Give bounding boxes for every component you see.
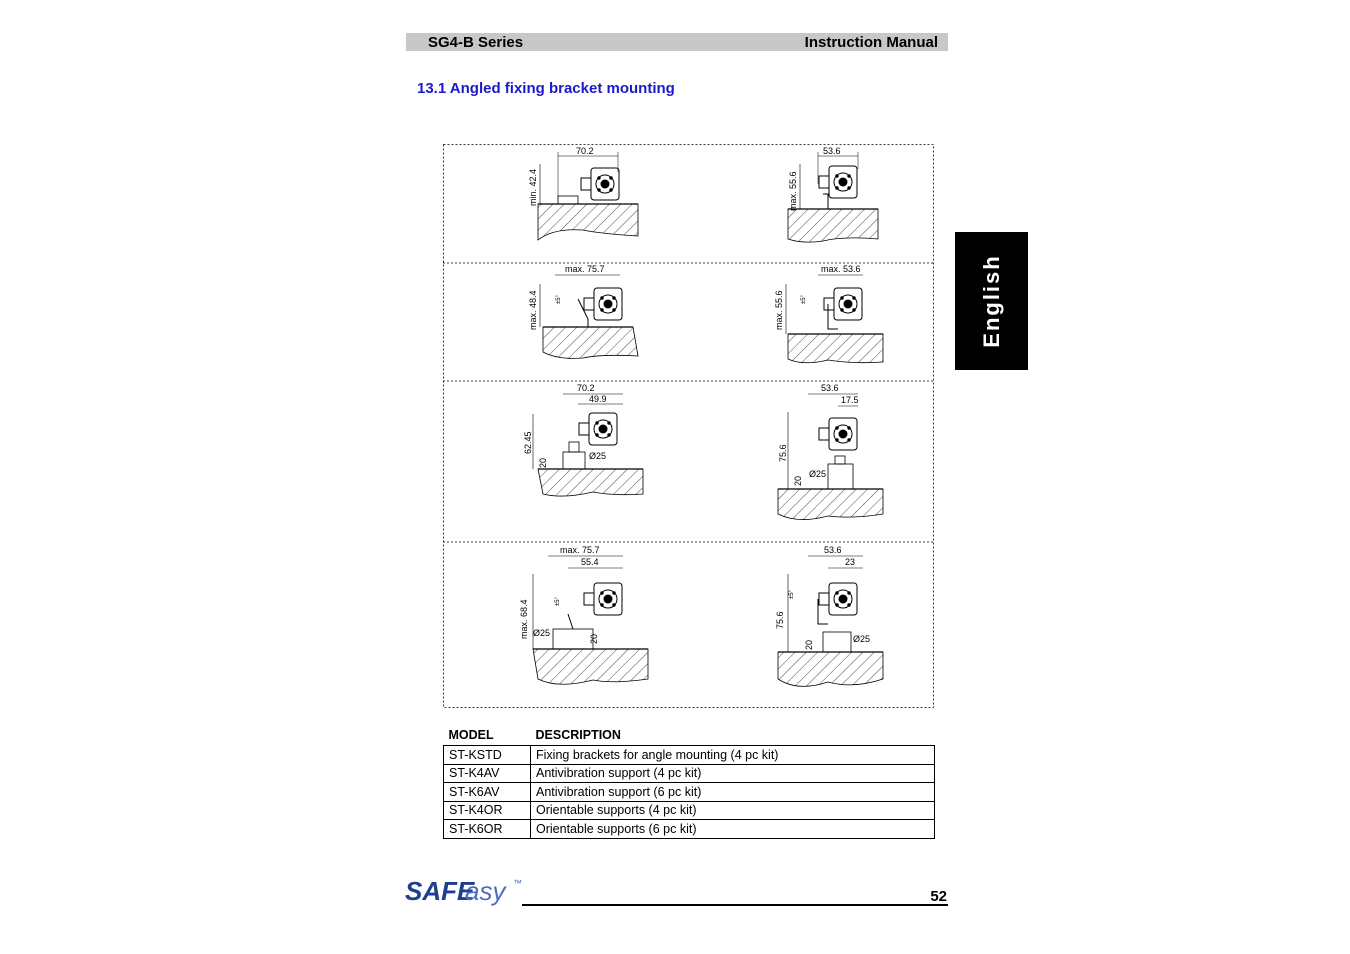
dim-r1l-height: min. 42.4 xyxy=(528,169,538,206)
dim-r4r-inner: 23 xyxy=(845,557,855,567)
model-cell: ST-K6AV xyxy=(443,782,531,802)
column-header-model: MODEL xyxy=(448,728,494,742)
dim-r4l-base: 20 xyxy=(589,634,599,644)
dim-r4r-dia: Ø25 xyxy=(853,634,870,644)
table-header-row: MODEL DESCRIPTION xyxy=(444,727,935,746)
drawing-r4-left: ±5° xyxy=(532,555,649,685)
language-tab-label: English xyxy=(978,254,1004,348)
logo-bold-text: SAFE xyxy=(405,876,475,906)
page-number: 52 xyxy=(930,888,947,905)
logo-light-text: asy xyxy=(465,876,507,906)
table-row: ST-KSTD Fixing brackets for angle mounti… xyxy=(443,745,935,765)
dim-r3r-width: 53.6 xyxy=(821,383,839,393)
drawing-r2-left: ±5° xyxy=(539,274,639,359)
dim-r4r-base: 20 xyxy=(804,640,814,650)
angle-r4l: ±5° xyxy=(555,596,561,606)
dim-r2r-width: max. 53.6 xyxy=(821,264,861,274)
dim-r3r-base: 20 xyxy=(793,476,803,486)
dim-r3l-base: 20 xyxy=(538,458,548,468)
dim-r3l-inner: 49.9 xyxy=(589,394,607,404)
language-tab[interactable]: English xyxy=(955,232,1028,370)
angle-r2l: ±5° xyxy=(556,294,562,304)
description-cell: Orientable supports (4 pc kit) xyxy=(530,800,935,820)
model-cell: ST-KSTD xyxy=(443,745,531,765)
drawing-r1-left xyxy=(537,152,639,241)
dim-r3l-width: 70.2 xyxy=(577,383,595,393)
dim-r4r-height: 75.6 xyxy=(775,611,785,629)
footer-rule xyxy=(522,904,948,906)
drawing-r2-right: ±5° xyxy=(785,274,884,364)
model-cell: ST-K6OR xyxy=(443,819,531,839)
header-manual: Instruction Manual xyxy=(804,34,938,51)
mounting-drawings: 70.2 min. 42.4 53.6 max. 55.6 ±5° max. 7… xyxy=(443,144,934,708)
safeasy-logo: SAFE asy ™ xyxy=(405,876,522,906)
dim-r3l-height: 62.45 xyxy=(523,431,533,454)
dim-r2l-width: max. 75.7 xyxy=(565,264,605,274)
header-series: SG4-B Series xyxy=(428,34,524,51)
dim-r3r-height: 75.6 xyxy=(778,444,788,462)
drawing-r4-right: ±5° xyxy=(777,555,884,687)
angle-r2r: ±5° xyxy=(801,294,807,304)
description-cell: Orientable supports (6 pc kit) xyxy=(530,819,935,839)
section-title: 13.1 Angled fixing bracket mounting xyxy=(417,80,675,97)
column-header-description: DESCRIPTION xyxy=(535,728,621,742)
drawing-r3-right xyxy=(777,393,884,520)
dim-r3r-dia: Ø25 xyxy=(809,469,826,479)
model-table: MODEL DESCRIPTION ST-KSTD Fixing bracket… xyxy=(443,727,935,839)
page-header: SG4-B Series Instruction Manual xyxy=(406,33,948,51)
description-cell: Fixing brackets for angle mounting (4 pc… xyxy=(530,745,935,765)
dim-r4l-width: max. 75.7 xyxy=(560,545,600,555)
table-row: ST-K4OR Orientable supports (4 pc kit) xyxy=(443,800,935,820)
drawing-r3-left xyxy=(532,393,644,497)
dim-r1r-height: max. 55.6 xyxy=(788,171,798,211)
drawing-r1-right xyxy=(787,152,879,243)
description-cell: Antivibration support (4 pc kit) xyxy=(530,763,935,783)
dim-r2l-height: max. 48.4 xyxy=(528,290,538,330)
logo-tm: ™ xyxy=(513,878,522,888)
dim-r3r-inner: 17.5 xyxy=(841,395,859,405)
dim-r4r-width: 53.6 xyxy=(824,545,842,555)
model-cell: ST-K4AV xyxy=(443,763,531,783)
model-cell: ST-K4OR xyxy=(443,800,531,820)
dim-r2r-height: max. 55.6 xyxy=(774,290,784,330)
description-cell: Antivibration support (6 pc kit) xyxy=(530,782,935,802)
table-row: ST-K4AV Antivibration support (4 pc kit) xyxy=(443,763,935,783)
table-row: ST-K6AV Antivibration support (6 pc kit) xyxy=(443,782,935,802)
angle-r4r: ±5° xyxy=(789,589,795,599)
dim-r4l-inner: 55.4 xyxy=(581,557,599,567)
dim-r1l-width: 70.2 xyxy=(576,146,594,156)
dim-r3l-dia: Ø25 xyxy=(589,451,606,461)
dim-r4l-dia: Ø25 xyxy=(533,628,550,638)
dim-r4l-height: max. 68.4 xyxy=(519,599,529,639)
table-row: ST-K6OR Orientable supports (6 pc kit) xyxy=(443,819,935,839)
dim-r1r-width: 53.6 xyxy=(823,146,841,156)
